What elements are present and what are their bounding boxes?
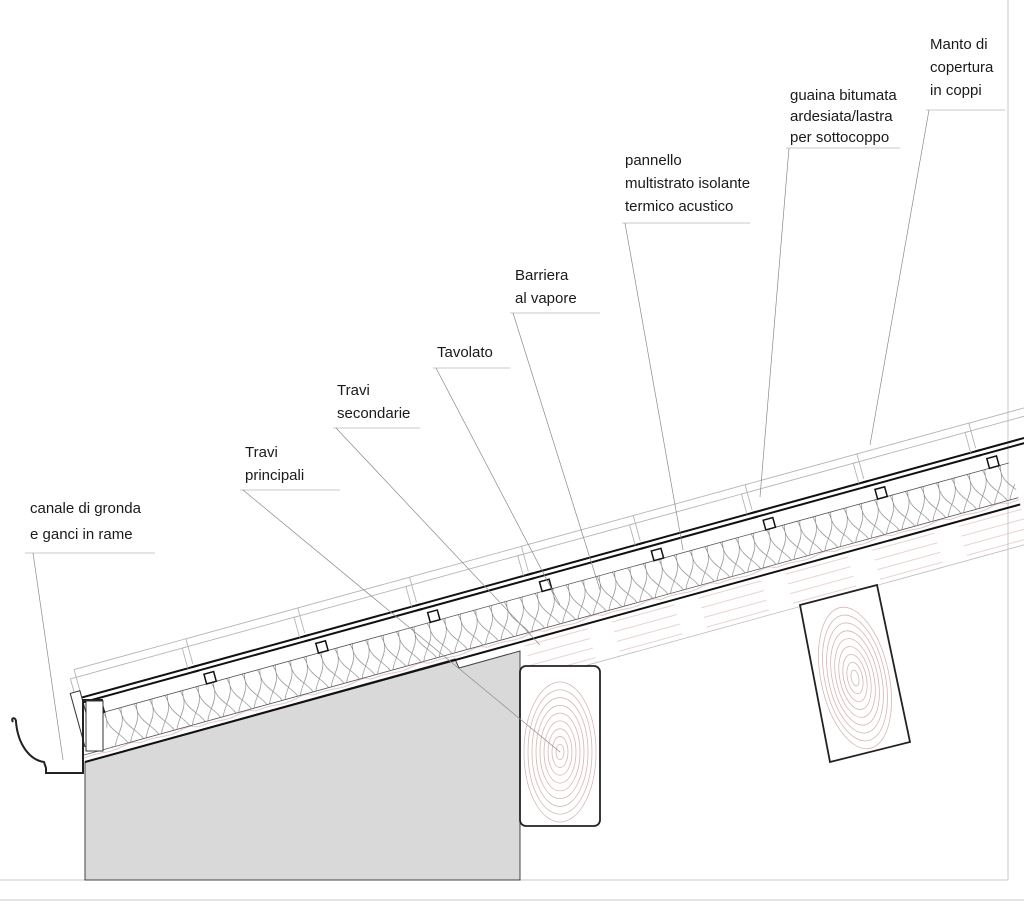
label-vapor-barrier: Barriera al vapore	[515, 267, 577, 307]
svg-text:termico acustico: termico acustico	[625, 198, 733, 215]
batten	[874, 485, 889, 500]
wood-ring	[531, 697, 589, 807]
svg-text:secondarie: secondarie	[337, 405, 410, 422]
roof-tile	[181, 607, 300, 669]
membrane-sheet	[862, 449, 982, 489]
svg-text:Travi: Travi	[337, 382, 370, 399]
wood-ring	[523, 681, 597, 823]
roof-tile	[293, 576, 412, 638]
wood-ring	[818, 606, 892, 750]
boarding-layer	[83, 497, 1021, 762]
svg-text:per sottocoppo: per sottocoppo	[790, 129, 889, 146]
label-membrane: guaina bitumata ardesiata/lastra per sot…	[790, 87, 897, 146]
svg-text:canale di gronda: canale di gronda	[30, 500, 142, 517]
wood-ring	[846, 661, 864, 695]
label-boarding: Tavolato	[437, 344, 493, 361]
wood-ring	[822, 614, 888, 742]
wood-ring	[834, 638, 876, 718]
batten	[650, 547, 665, 562]
svg-text:principali: principali	[245, 467, 304, 484]
svg-text:guaina bitumata: guaina bitumata	[790, 87, 897, 104]
membrane-sheet	[415, 572, 535, 612]
membrane-sheet	[750, 479, 871, 520]
batten	[538, 578, 553, 593]
membrane-sheet	[526, 541, 647, 581]
svg-text:Tavolato: Tavolato	[437, 344, 493, 361]
roof-tile	[405, 545, 524, 607]
main-beam-left	[519, 665, 601, 827]
svg-text:al vapore: al vapore	[515, 290, 577, 307]
roof-tile	[852, 422, 971, 484]
roof-tile	[69, 637, 188, 700]
svg-text:Travi: Travi	[245, 444, 278, 461]
gutter	[11, 699, 103, 774]
batten	[314, 639, 330, 655]
leader-lines	[25, 109, 1005, 761]
label-gutter: canale di gronda e ganci in rame	[30, 500, 142, 543]
wood-ring	[838, 646, 872, 710]
label-secondary-beams: Travi secondarie	[337, 382, 410, 422]
membrane-sheet	[79, 664, 200, 704]
wood-ring	[539, 712, 581, 792]
svg-text:ardesiata/lastra: ardesiata/lastra	[790, 108, 893, 125]
wood-ring	[826, 622, 884, 734]
wood-ring	[543, 720, 577, 784]
batten	[762, 516, 777, 531]
roof-tile	[517, 514, 636, 577]
membrane-sheet	[974, 418, 1024, 458]
svg-text:in coppi: in coppi	[930, 82, 982, 99]
wood-ring	[535, 704, 585, 800]
wood-ring	[850, 669, 860, 687]
insulation-panel	[102, 462, 1019, 748]
svg-text:Barriera: Barriera	[515, 267, 569, 284]
batten	[985, 455, 1001, 470]
wood-ring	[527, 689, 593, 815]
secondary-beam	[518, 504, 1024, 682]
label-roof-covering: Manto di copertura in coppi	[930, 36, 994, 99]
wood-ring	[547, 728, 573, 776]
membrane-sheet	[303, 603, 423, 643]
membrane-sheet	[191, 633, 311, 674]
membrane-sheet	[638, 510, 759, 550]
svg-text:copertura: copertura	[930, 59, 994, 76]
wood-ring	[842, 654, 868, 702]
label-main-beams: Travi principali	[245, 444, 304, 484]
roof-tile	[964, 391, 1024, 453]
wood-ring	[830, 630, 880, 726]
batten	[203, 670, 218, 685]
wood-ring	[551, 736, 569, 768]
svg-text:Manto di: Manto di	[930, 36, 988, 53]
svg-text:pannello: pannello	[625, 152, 682, 169]
svg-text:multistrato isolante: multistrato isolante	[625, 175, 750, 192]
gutter-bracket	[85, 700, 104, 752]
batten	[426, 609, 441, 624]
roof-tile	[629, 483, 748, 546]
wood-ring	[555, 743, 565, 761]
label-insulation-panel: pannello multistrato isolante termico ac…	[625, 152, 750, 215]
roof-layers	[69, 391, 1024, 763]
svg-text:e ganci in rame: e ganci in rame	[30, 526, 133, 543]
main-beam-right	[798, 583, 912, 764]
roof-tile	[740, 452, 859, 515]
